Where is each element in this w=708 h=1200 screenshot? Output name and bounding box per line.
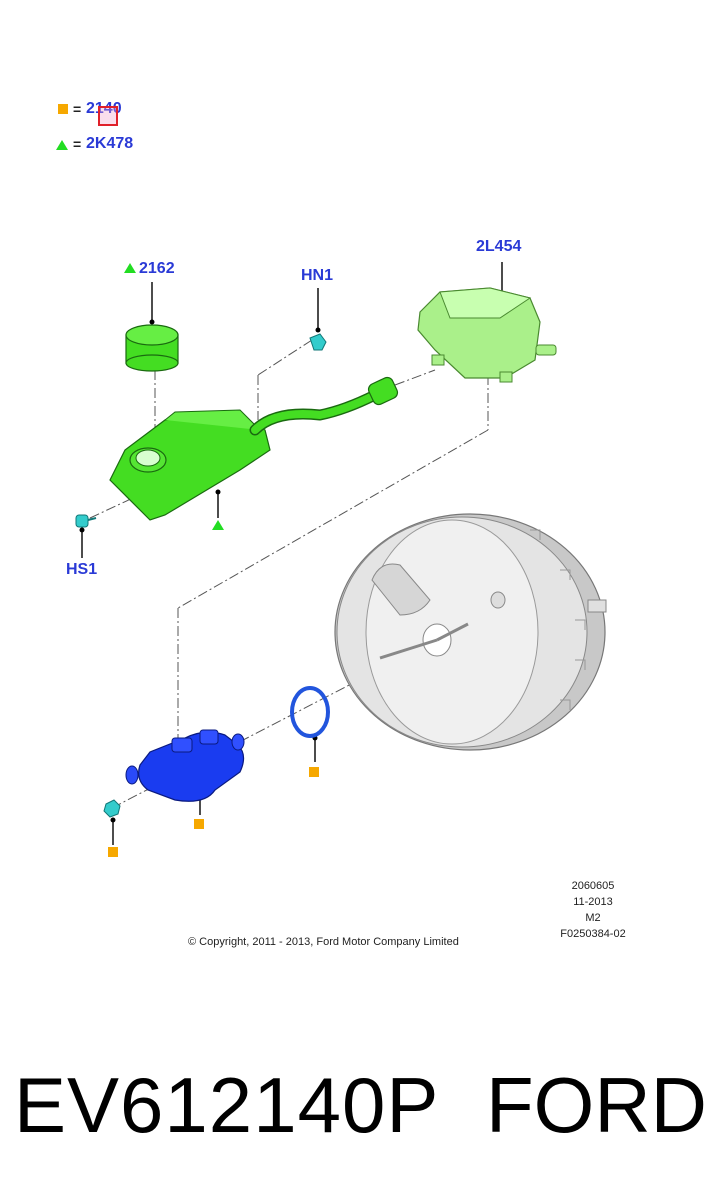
legend-equals-1: = [73,101,82,117]
label-cap[interactable]: 2162 [139,260,175,277]
label-clip[interactable]: HN1 [301,267,334,284]
footer-brand: FORD [486,1061,707,1149]
exploded-diagram [75,262,607,857]
diagram-meta: 2060605 11-2013 M2 F0250384-02 [538,878,648,942]
square-marker-nut [108,847,118,857]
meta-line-3: M2 [585,912,601,924]
footer-part-number: EV612140P [14,1061,440,1149]
reservoir-screw[interactable] [75,514,97,528]
legend-square-marker [58,104,68,114]
legend-triangle-marker [56,140,68,150]
meta-line-1: 2060605 [571,880,615,892]
square-marker-oring [309,767,319,777]
triangle-marker-cap [124,263,136,273]
reservoir-cap[interactable] [125,324,179,372]
master-cylinder-nut[interactable] [103,799,121,818]
label-reservoir-tank[interactable]: 2L454 [476,238,522,255]
brake-fluid-reservoir[interactable] [109,376,399,521]
o-ring[interactable] [290,686,330,738]
meta-line-2: 11-2013 [573,896,613,908]
triangle-marker-reservoir [212,520,224,530]
label-screw[interactable]: HS1 [66,561,98,578]
brake-master-cylinder[interactable] [125,729,245,802]
meta-line-4: F0250384-02 [560,928,626,940]
copyright-text: © Copyright, 2011 - 2013, Ford Motor Com… [188,936,459,948]
legend-triangle-code[interactable]: 2K478 [86,135,134,152]
brake-booster[interactable] [334,513,607,751]
legend-square-code[interactable]: 2140 [86,100,122,117]
square-marker-cylinder [194,819,204,829]
hose-clip[interactable] [309,333,327,351]
legend-equals-2: = [73,136,82,152]
reservoir-tank[interactable] [417,287,557,383]
highlight-box [98,106,118,126]
